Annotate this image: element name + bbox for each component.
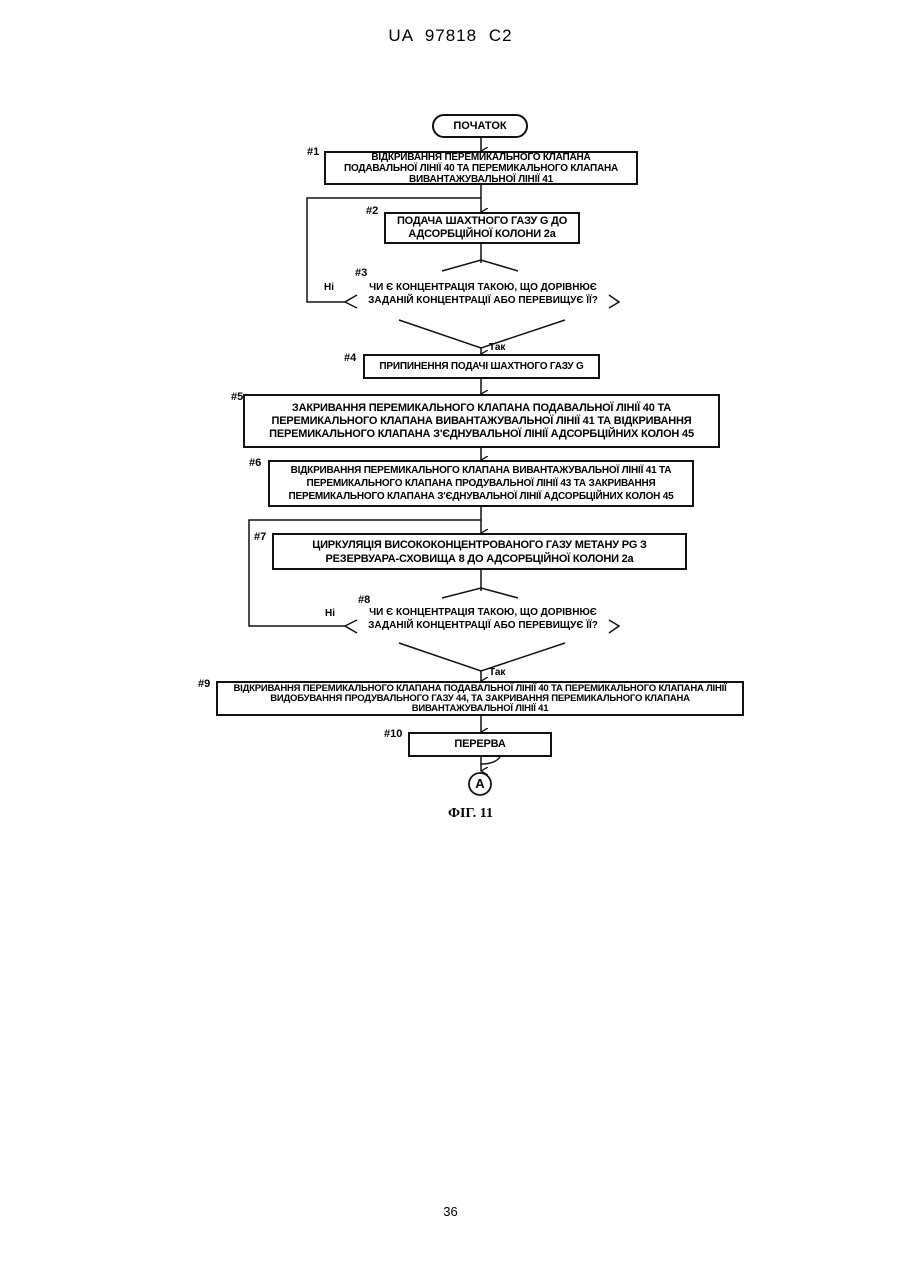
decision-8-yes-label: Так (489, 667, 505, 678)
step-7-number: #7 (254, 531, 266, 543)
step-2-text: ПОДАЧА ШАХТНОГО ГАЗУ G ДО АДСОРБЦІЙНОЇ К… (396, 215, 568, 241)
step-2-number: #2 (366, 205, 378, 217)
step-10-text: ПЕРЕРВА (454, 739, 505, 750)
step-5-number: #5 (231, 391, 243, 403)
start-terminal-label: ПОЧАТОК (433, 115, 527, 137)
step-2-box: ПОДАЧА ШАХТНОГО ГАЗУ G ДО АДСОРБЦІЙНОЇ К… (384, 212, 580, 244)
step-1-text: ВІДКРИВАННЯ ПЕРЕМИКАЛЬНОГО КЛАПАНА ПОДАВ… (340, 152, 622, 185)
step-1-number: #1 (307, 146, 319, 158)
decision-8-no-label: Ні (325, 608, 335, 619)
step-1-box: ВІДКРИВАННЯ ПЕРЕМИКАЛЬНОГО КЛАПАНА ПОДАВ… (324, 151, 638, 185)
step-7-box: ЦИРКУЛЯЦІЯ ВИСОКОКОНЦЕНТРОВАНОГО ГАЗУ МЕ… (272, 533, 687, 570)
step-4-text: ПРИПИНЕННЯ ПОДАЧІ ШАХТНОГО ГАЗУ G (379, 361, 583, 372)
step-6-box: ВІДКРИВАННЯ ПЕРЕМИКАЛЬНОГО КЛАПАНА ВИВАН… (268, 460, 694, 507)
page-number: 36 (0, 1204, 901, 1219)
decision-8-shape (442, 588, 518, 598)
step-8-number: #8 (358, 594, 370, 606)
step-5-box: ЗАКРИВАННЯ ПЕРЕМИКАЛЬНОГО КЛАПАНА ПОДАВА… (243, 394, 720, 448)
decision-3-text: ЧИ Є КОНЦЕНТРАЦІЯ ТАКОЮ, ЩО ДОРІВНЮЄ ЗАД… (363, 281, 603, 307)
step-9-text: ВІДКРИВАННЯ ПЕРЕМИКАЛЬНОГО КЛАПАНА ПОДАВ… (230, 684, 730, 714)
decision-8-text: ЧИ Є КОНЦЕНТРАЦІЯ ТАКОЮ, ЩО ДОРІВНЮЄ ЗАД… (363, 606, 603, 632)
step-6-text: ВІДКРИВАННЯ ПЕРЕМИКАЛЬНОГО КЛАПАНА ВИВАН… (284, 464, 678, 503)
step-10-box: ПЕРЕРВА (408, 732, 552, 757)
step-3-number: #3 (355, 267, 367, 279)
decision-3-yes-label: Так (489, 342, 505, 353)
connector-a-label: A (469, 776, 491, 791)
step-7-text: ЦИРКУЛЯЦІЯ ВИСОКОКОНЦЕНТРОВАНОГО ГАЗУ МЕ… (294, 538, 665, 566)
step-4-box: ПРИПИНЕННЯ ПОДАЧІ ШАХТНОГО ГАЗУ G (363, 354, 600, 379)
step-6-number: #6 (249, 457, 261, 469)
figure-caption: ФІГ. 11 (0, 806, 901, 822)
decision-3-shape (442, 260, 518, 271)
decision-3-no-label: Ні (324, 282, 334, 293)
step-10-number: #10 (384, 728, 402, 740)
step-5-text: ЗАКРИВАННЯ ПЕРЕМИКАЛЬНОГО КЛАПАНА ПОДАВА… (255, 402, 708, 441)
step-9-box: ВІДКРИВАННЯ ПЕРЕМИКАЛЬНОГО КЛАПАНА ПОДАВ… (216, 681, 744, 716)
step-4-number: #4 (344, 352, 356, 364)
step-9-number: #9 (198, 678, 210, 690)
